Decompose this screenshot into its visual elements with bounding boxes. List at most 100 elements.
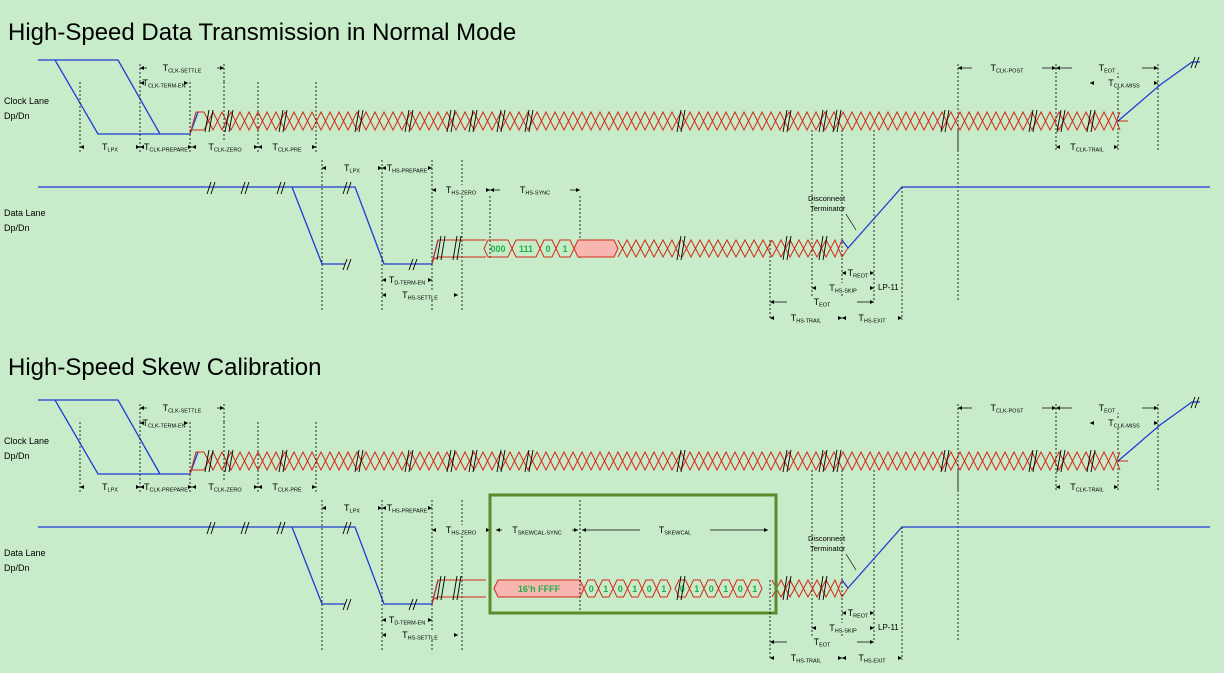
clock-lp-to-hs — [160, 451, 199, 475]
arrowhead — [490, 188, 494, 192]
timing-dimension: THS-SYNC — [490, 185, 580, 197]
break-mark — [782, 575, 792, 601]
timing-dimension: THS-PREPARE — [382, 503, 432, 515]
break-mark — [436, 575, 446, 601]
break-mark — [782, 235, 792, 261]
label-bg — [386, 630, 454, 640]
timing-dimension: TLPX — [322, 503, 382, 515]
arrowhead — [870, 626, 874, 630]
data-lane-sublabel: Dp/Dn — [4, 223, 30, 233]
arrowhead — [486, 528, 490, 532]
clock-hs-toggle — [203, 450, 1121, 472]
clock-lp-to-hs — [160, 111, 199, 135]
arrowhead — [136, 145, 140, 149]
timing-dimension: TEOT — [770, 637, 874, 649]
arrowhead — [140, 485, 144, 489]
break-mark — [818, 235, 828, 261]
label-bg — [1072, 63, 1142, 73]
bit-value: 1 — [661, 584, 666, 594]
arrowhead — [842, 316, 846, 320]
timing-label: TREOT — [848, 608, 869, 620]
clock-hs-differential — [189, 450, 1128, 475]
timing-label: TCLK-PRE — [272, 482, 302, 494]
timing-dimension: TSKEWCAL — [582, 525, 768, 537]
arrowhead — [770, 640, 774, 644]
timing-label: TCLK-TERM-EN — [142, 418, 185, 430]
timing-dimension: TCLK-SETTLE — [140, 63, 224, 75]
bit-value: 111 — [519, 244, 533, 254]
clock-lane-label: Clock Lane — [4, 96, 49, 106]
timing-dimension: TLPX — [80, 142, 140, 154]
break-mark — [452, 575, 462, 601]
label-bg — [436, 185, 486, 195]
arrowhead — [1056, 145, 1060, 149]
timing-dimension: THS-EXIT — [842, 653, 902, 665]
label-bg — [1094, 418, 1154, 428]
timing-dimension: THS-TRAIL — [770, 653, 842, 665]
label-bg — [326, 163, 378, 173]
timing-dimension: TEOT — [1056, 403, 1158, 415]
arrowhead — [582, 528, 586, 532]
arrowhead — [382, 293, 386, 297]
bit-value: 0 — [589, 584, 594, 594]
arrowhead — [1154, 81, 1158, 85]
clock-hs-differential — [189, 110, 1128, 135]
timing-label: THS-SKIP — [829, 623, 857, 635]
label-bg — [1094, 78, 1154, 88]
timing-label: TCLK-POST — [990, 403, 1024, 415]
timing-dimension: TCLK-MISS — [1090, 418, 1158, 430]
break-mark — [524, 449, 534, 473]
label-bg — [386, 615, 428, 625]
timing-dimension: TLPX — [80, 482, 140, 494]
disconnect-label-line2: Terminator — [810, 204, 846, 213]
break-mark — [940, 109, 950, 133]
timing-label: THS-PREPARE — [387, 503, 428, 515]
hs-differential-segment — [681, 238, 773, 259]
timing-label: TCLK-PREPARE — [144, 142, 188, 154]
timing-label: TEOT — [1099, 63, 1116, 75]
disconnect-pointer — [845, 213, 857, 231]
timing-label: THS-ZERO — [446, 525, 477, 537]
section-title-normal-mode: High-Speed Data Transmission in Normal M… — [8, 19, 517, 46]
arrowhead — [322, 506, 326, 510]
data-bit-cell: 111 — [511, 239, 541, 258]
timing-dimension: TLPX — [322, 163, 382, 175]
arrowhead — [1114, 485, 1118, 489]
arrowhead — [140, 81, 144, 85]
label-bg — [84, 482, 136, 492]
break-mark — [496, 449, 506, 473]
timing-label: THS-PREPARE — [387, 163, 428, 175]
data-bit-cell: 0 — [539, 239, 557, 258]
timing-label: TCLK-MISS — [1108, 78, 1140, 90]
label-bg — [1072, 403, 1142, 413]
timing-label: TCLK-TRAIL — [1070, 482, 1104, 494]
timing-dimension: THS-SETTLE — [382, 290, 458, 302]
data-bit-cell: 1 — [655, 579, 672, 598]
break-mark — [676, 449, 686, 473]
arrowhead — [1114, 145, 1118, 149]
label-bg — [144, 418, 184, 428]
arrowhead — [1052, 66, 1056, 70]
arrowhead — [184, 81, 188, 85]
data-lp-signal — [38, 186, 345, 265]
break-mark — [408, 598, 418, 611]
clock-lane-sublabel: Dp/Dn — [4, 451, 30, 461]
data-bit-cell: 1 — [717, 579, 734, 598]
bit-value: 0 — [680, 584, 685, 594]
label-bg — [196, 482, 254, 492]
clock-hs-toggle — [203, 110, 1121, 132]
arrowhead — [1056, 485, 1060, 489]
data-bit-cell: 0 — [641, 579, 658, 598]
timing-dimension: TCLK-PRE — [258, 142, 316, 154]
timing-label: TCLK-ZERO — [208, 482, 242, 494]
arrowhead — [428, 166, 432, 170]
timing-label: TEOT — [814, 637, 831, 649]
bit-shape — [746, 579, 763, 598]
clock-lp-signal-b — [55, 59, 161, 135]
arrowhead — [576, 188, 580, 192]
break-mark — [676, 109, 686, 133]
arrowhead — [1154, 406, 1158, 410]
arrowhead — [1052, 406, 1056, 410]
label-bg — [326, 503, 378, 513]
